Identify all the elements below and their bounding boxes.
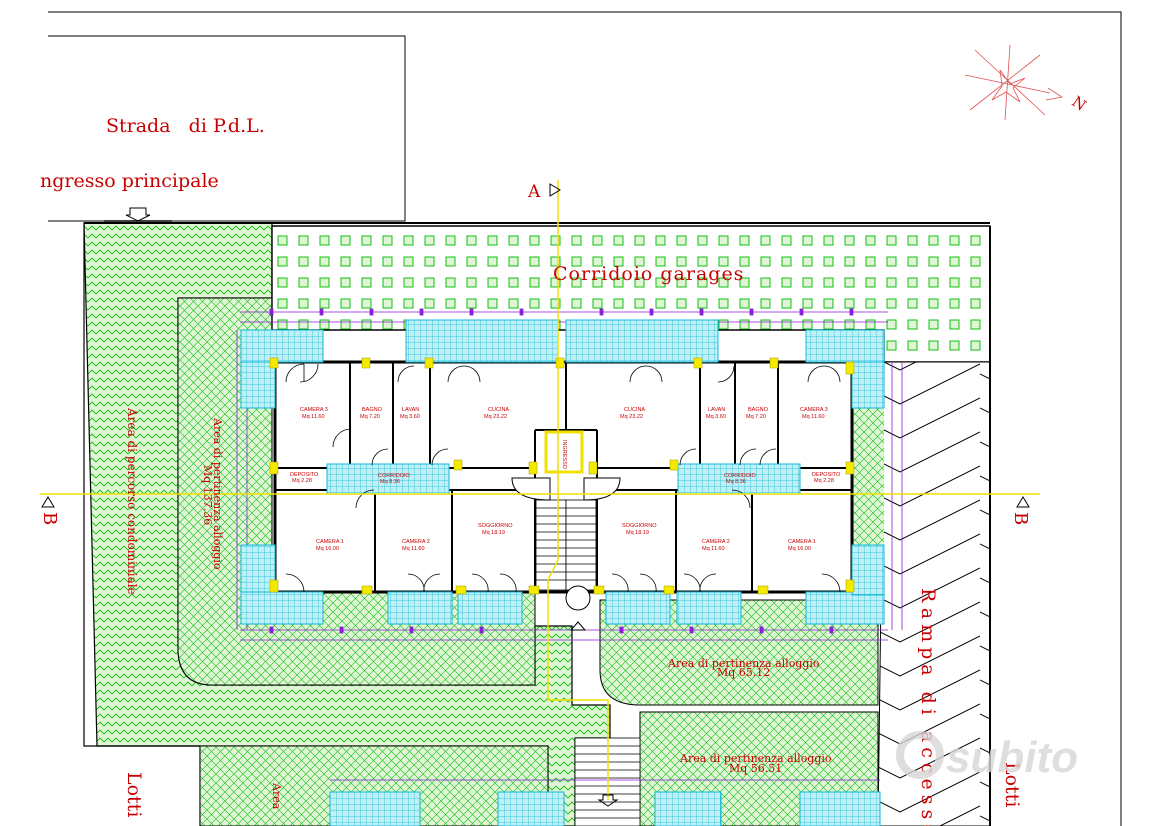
columns — [269, 357, 855, 595]
north-arrow-icon — [964, 44, 1064, 121]
room-soggiorno-west: SOGGIORNO — [478, 523, 513, 529]
unit-area-bottom-left — [199, 745, 549, 826]
section-a-label: A — [527, 182, 541, 202]
dimension-lines — [236, 308, 903, 781]
street-outline — [48, 35, 406, 222]
room-ingresso: INGRESSO — [561, 440, 567, 470]
room-deposito-east-size: Mq 2.28 — [814, 478, 834, 484]
main-entrance-label: ngresso principale — [40, 170, 219, 192]
room-camera1-east: CAMERA 1 — [788, 539, 816, 545]
room-bagno-east-size: Mq 7.20 — [746, 414, 766, 420]
area-cut-label: Area — [270, 782, 283, 810]
room-bagno-west-size: Mq 7.20 — [360, 414, 380, 420]
room-camera1-east-size: Mq 16.00 — [788, 546, 811, 552]
room-camera2-east-size: Mq 11.60 — [702, 546, 725, 552]
room-camera2-west: CAMERA 2 — [402, 539, 430, 545]
room-camera2-east: CAMERA 2 — [702, 539, 730, 545]
room-deposito-west-size: Mq 2.28 — [292, 478, 312, 484]
unit-area-west-size: Mq 137.36 — [201, 465, 214, 525]
room-camera1-west: CAMERA 1 — [316, 539, 344, 545]
room-deposito-west: DEPOSITO — [290, 472, 319, 478]
room-soggiorno-east: SOGGIORNO — [622, 523, 657, 529]
room-cucina-east: CUCINA — [624, 407, 645, 413]
unit-area-south — [599, 599, 879, 706]
room-camera2-west-size: Mq 11.60 — [402, 546, 425, 552]
section-lines — [40, 180, 1040, 800]
room-camera3-west: CAMERA 3 — [300, 407, 328, 413]
room-soggiorno-west-size: Mq 18.19 — [482, 530, 505, 536]
room-lavan-east: LAVAN — [708, 407, 725, 413]
room-corridoio-west: CORRIDOIO — [378, 473, 411, 479]
room-cucina-west-size: Mq 23.22 — [484, 414, 507, 420]
unit-area-west-title: Area di pertinenza alloggio — [211, 417, 224, 570]
balconies — [240, 319, 885, 826]
section-b-left-label: B — [39, 512, 60, 525]
unit-area-south-size: Mq 65.12 — [717, 666, 770, 679]
room-labels: CAMERA 3 Mq 11.60 BAGNO Mq 7.20 LAVAN Mq… — [290, 407, 841, 552]
corridor-label: Corridoio garages — [553, 263, 744, 285]
room-cucina-west: CUCINA — [488, 407, 509, 413]
room-camera3-west-size: Mq 11.60 — [302, 414, 325, 420]
room-bagno-west: BAGNO — [362, 407, 383, 413]
watermark-text: subito — [946, 733, 1078, 782]
room-corridoio-west-size: Mq 8.36 — [380, 479, 400, 485]
lot-right-label: Lotti — [1001, 762, 1023, 807]
room-camera1-west-size: Mq 16.00 — [316, 546, 339, 552]
room-soggiorno-east-size: Mq 18.19 — [626, 530, 649, 536]
sheet-border — [48, 11, 1122, 826]
lot-left-label: Lotti — [123, 772, 145, 817]
room-camera3-east: CAMERA 3 — [800, 407, 828, 413]
room-bagno-east: BAGNO — [748, 407, 769, 413]
central-stairs — [535, 499, 597, 591]
room-lavan-east-size: Mq 3.60 — [706, 414, 726, 420]
room-cucina-east-size: Mq 23.22 — [620, 414, 643, 420]
room-corridoio-east-size: Mq 8.36 — [726, 479, 746, 485]
unit-area-se-size: Mq 56.51 — [729, 762, 782, 775]
room-deposito-east: DEPOSITO — [812, 472, 841, 478]
common-path-label: Area di percorso condominiale — [125, 407, 139, 595]
access-ramp — [877, 361, 991, 826]
ramp-label: Rampa di accesso — [917, 588, 939, 826]
room-corridoio-east: CORRIDOIO — [724, 473, 757, 479]
section-b-right-label: B — [1010, 512, 1031, 525]
room-lavan-west-size: Mq 3.60 — [400, 414, 420, 420]
room-camera3-east-size: Mq 11.60 — [802, 414, 825, 420]
unit-area-south-title: Area di pertinenza alloggio — [667, 657, 820, 670]
doors — [285, 363, 841, 593]
watermark: subito — [896, 731, 1078, 782]
unit-area-se-title: Area di pertinenza alloggio — [679, 752, 832, 765]
street-label: Strada di P.d.L. — [106, 115, 265, 137]
room-lavan-west: LAVAN — [402, 407, 419, 413]
